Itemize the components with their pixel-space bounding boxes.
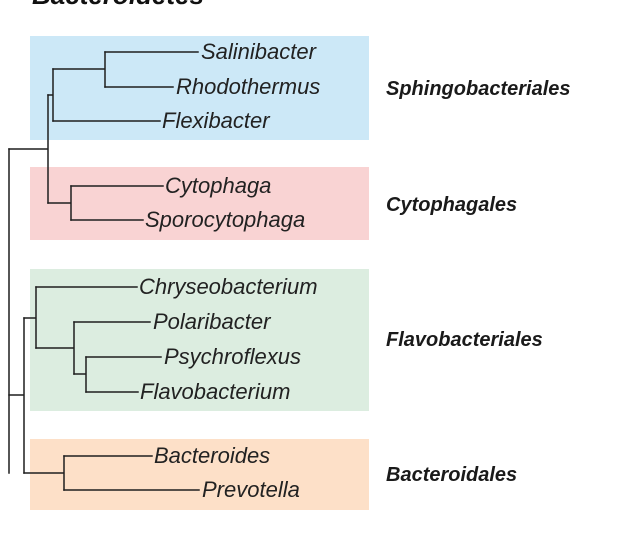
order-label-cytophagales: Cytophagales [386, 194, 517, 216]
taxon-label-salinibacter: Salinibacter [201, 39, 318, 64]
node-sphingo-cyto [8, 94, 49, 204]
taxon-label-sporocytophaga: Sporocytophaga [145, 207, 305, 232]
node-polari-psychro-flavo [35, 321, 75, 375]
diagram-title: Bacteroidetes [32, 0, 204, 10]
tree-branches [8, 51, 200, 491]
group-box-cytophagales [30, 167, 369, 240]
taxon-label-psychroflexus: Psychroflexus [164, 344, 301, 369]
taxon-label-bacteroides: Bacteroides [154, 443, 270, 468]
order-label-bacteroidales: Bacteroidales [386, 464, 517, 486]
group-box-bacteroidales [30, 439, 369, 510]
order-label-flavobacteriales: Flavobacteriales [386, 329, 543, 351]
taxon-label-prevotella: Prevotella [202, 477, 300, 502]
group-box-sphingobacteriales [30, 36, 369, 140]
taxon-label-polaribacter: Polaribacter [153, 309, 272, 334]
order-label-sphingobacteriales: Sphingobacteriales [386, 78, 571, 100]
taxon-label-chryseobacterium: Chryseobacterium [139, 274, 318, 299]
taxon-label-cytophaga: Cytophaga [165, 173, 271, 198]
node-cytophagales [47, 185, 72, 221]
node-psychro-flavo [73, 356, 87, 393]
taxon-label-rhodothermus: Rhodothermus [176, 74, 320, 99]
taxon-label-flavobacterium: Flavobacterium [140, 379, 290, 404]
node-salinibacter-rhodothermus [52, 51, 106, 88]
node-bacteroidales [23, 455, 65, 491]
node-flavo-bactero [8, 317, 25, 474]
node-flavobacteriales [23, 286, 37, 349]
taxon-label-flexibacter: Flexibacter [162, 108, 271, 133]
node-sphingobacteriales [47, 68, 54, 122]
